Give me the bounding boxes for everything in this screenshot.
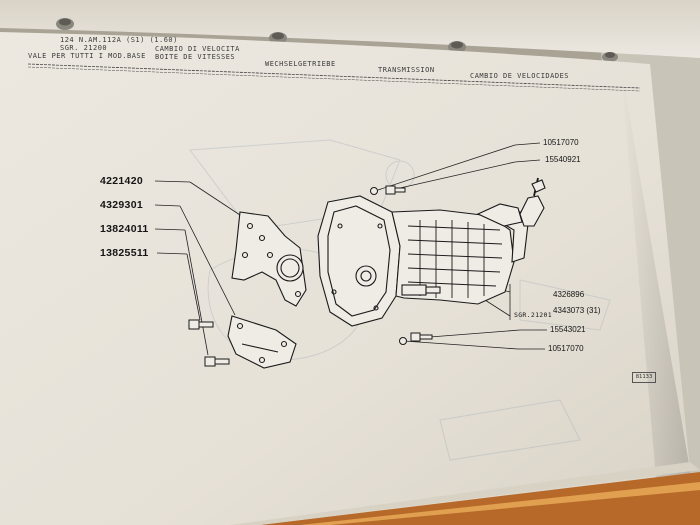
part-number-label: 13825511 bbox=[100, 247, 149, 259]
part-number-label: 4343073 (31) bbox=[553, 306, 601, 315]
page-code-stamp: 81133 bbox=[632, 372, 656, 383]
part-number-label: 4221420 bbox=[100, 175, 143, 187]
header-title-de: WECHSELGETRIEBE bbox=[265, 60, 336, 68]
header-title-fr: BOITE DE VITESSES bbox=[155, 53, 236, 61]
part-number-label: 15543021 bbox=[550, 325, 586, 334]
header-title-en: TRANSMISSION bbox=[378, 66, 435, 74]
header-title-es: CAMBIO DE VELOCIDADES bbox=[470, 72, 570, 80]
header-model-line: 124 N.AM.112A (S1) (1.60) bbox=[60, 36, 178, 44]
header-group-line: SGR. 21200 bbox=[60, 44, 108, 52]
wooden-edge bbox=[260, 472, 700, 525]
header-scope-line: VALE PER TUTTI I MOD.BASE bbox=[28, 52, 146, 60]
header-title-it: CAMBIO DI VELOCITA bbox=[155, 45, 240, 53]
part-number-label: 10517070 bbox=[543, 138, 579, 147]
upper-page bbox=[0, 0, 700, 58]
part-number-label: 15540921 bbox=[545, 155, 581, 164]
mounting-bracket bbox=[231, 211, 307, 307]
part-number-label: 10517070 bbox=[548, 344, 584, 353]
leader-lines bbox=[154, 142, 547, 356]
sgr-reference: SGR.21201 bbox=[514, 311, 552, 319]
binder-rings bbox=[56, 18, 618, 62]
part-number-label: 4329301 bbox=[100, 199, 143, 211]
bolts-left bbox=[188, 319, 230, 367]
transmission-housing bbox=[317, 177, 546, 327]
part-number-label: 13824011 bbox=[100, 223, 149, 235]
bolts-right bbox=[370, 185, 433, 345]
cover-plate bbox=[227, 315, 297, 369]
part-number-label: 4326896 bbox=[553, 290, 585, 299]
